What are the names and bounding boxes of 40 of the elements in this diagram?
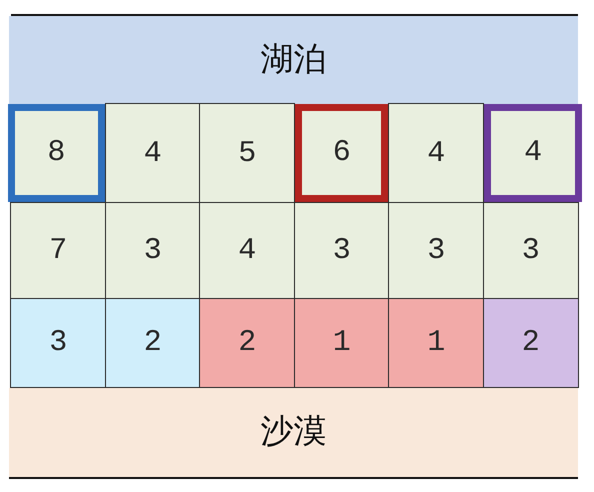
grid-cell [388, 103, 484, 204]
cell-value: 3 [332, 236, 351, 266]
cell-value: 5 [238, 138, 256, 168]
grid-cell [199, 298, 296, 388]
grid-cell [104, 298, 201, 388]
band-label: 湖泊 [260, 42, 326, 78]
cell-value: 2 [144, 328, 162, 358]
grid-cell [199, 103, 296, 204]
region-band [9, 16, 578, 104]
highlighted-grid-cell [8, 104, 105, 202]
grid-cell [294, 202, 390, 300]
grid-cell [104, 202, 201, 300]
grid-cell [482, 298, 579, 388]
cell-value: 8 [47, 138, 66, 168]
cell-value: 1 [427, 328, 446, 358]
cell-value: 4 [238, 236, 256, 266]
grid-cell [10, 202, 106, 300]
cell-value: 3 [144, 236, 162, 266]
band-label: 沙漠 [260, 414, 326, 451]
cell-value: 4 [144, 138, 162, 168]
cell-value: 3 [427, 236, 446, 266]
grid-cell [388, 202, 484, 300]
grid-cell [199, 202, 296, 300]
grid-cell [482, 202, 579, 300]
grid-cell [294, 298, 390, 388]
grid-cell [104, 103, 201, 204]
cell-value: 2 [522, 328, 540, 358]
cell-value: 4 [524, 138, 542, 168]
region-band [9, 388, 578, 477]
grid-cell [10, 298, 106, 388]
cell-value: 3 [49, 328, 68, 358]
grid-cell [388, 298, 484, 388]
cell-value: 6 [332, 138, 351, 168]
highlighted-grid-cell [295, 104, 388, 202]
cell-value: 1 [332, 328, 351, 358]
cell-value: 3 [522, 236, 540, 266]
cell-value: 4 [427, 138, 446, 168]
cell-value: 7 [49, 236, 68, 266]
cell-value: 2 [238, 328, 256, 358]
highlighted-grid-cell [484, 104, 582, 202]
